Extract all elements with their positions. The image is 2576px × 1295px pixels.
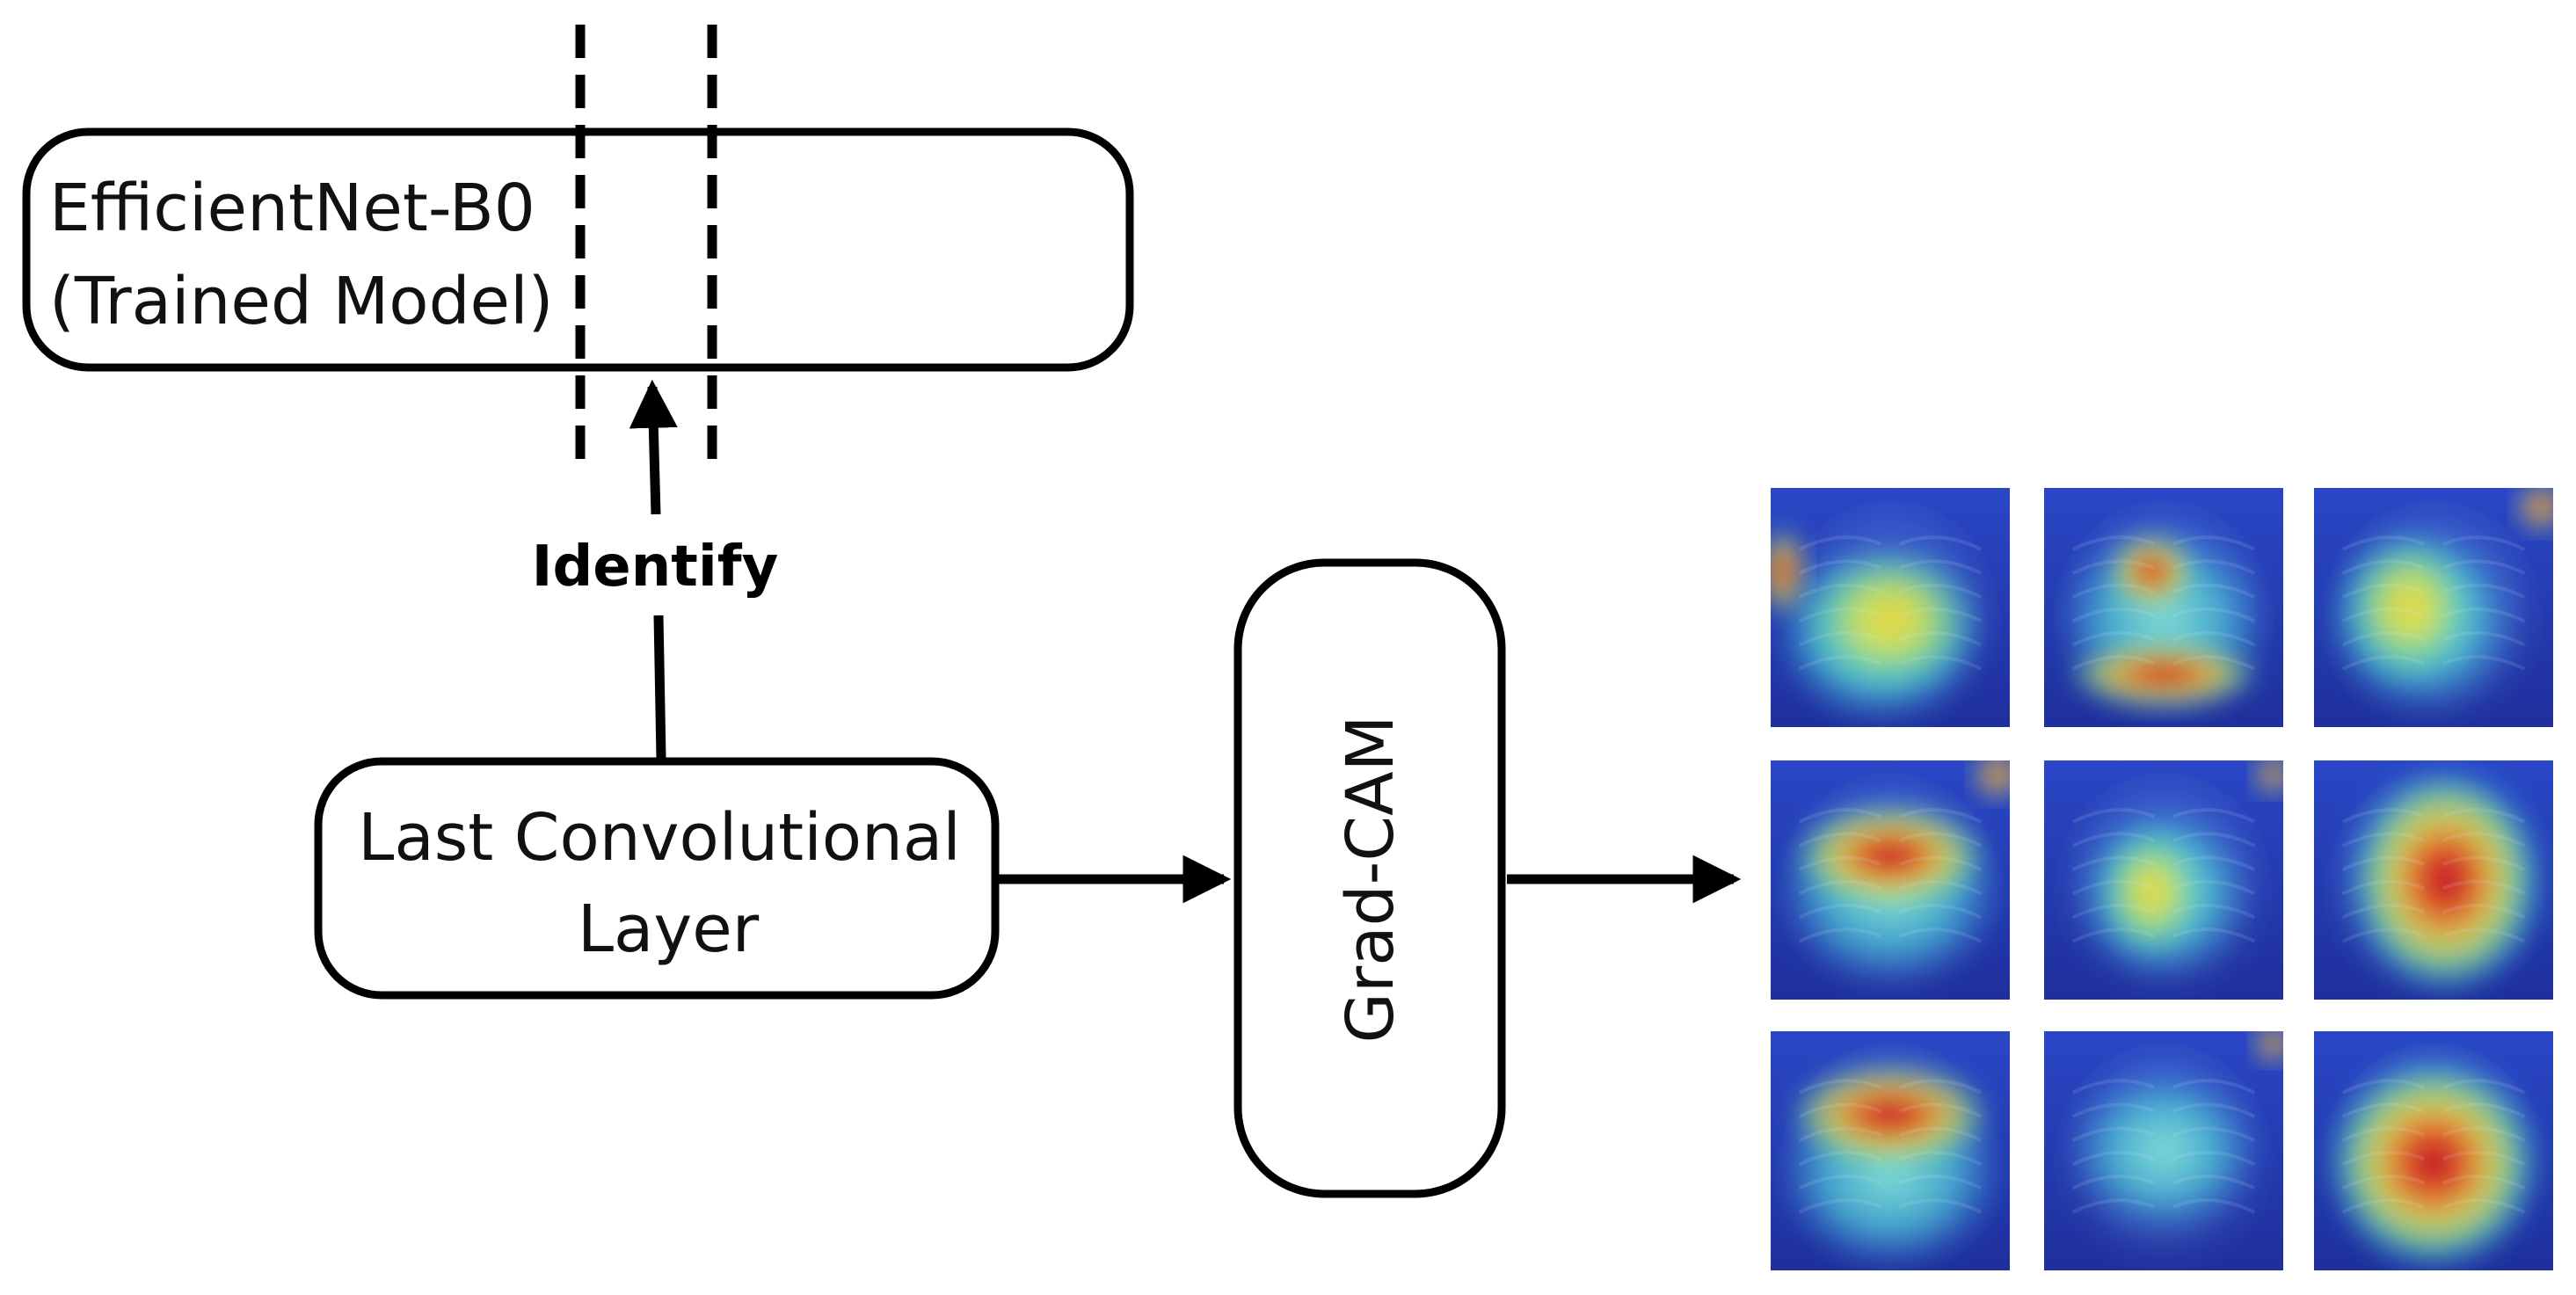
model-box-line2: (Trained Model) (49, 264, 554, 339)
heatmap-tile (2314, 760, 2553, 1000)
conv-layer-line2: Layer (578, 891, 760, 967)
heatmap-tile (1771, 760, 2010, 1000)
heatmap-grid (1771, 488, 2553, 1270)
heatmap-tile (1771, 488, 2010, 727)
identify-arrow-upper (629, 379, 678, 515)
heatmap-tile (2314, 1031, 2553, 1270)
heatmap-tile (2044, 760, 2283, 1000)
heatmap-tile (2314, 488, 2553, 727)
gradcam-box (1233, 558, 1506, 1198)
identify-arrow-lower (653, 615, 666, 759)
gradcam-label: Grad-CAM (1333, 716, 1408, 1044)
heatmap-tile (1771, 1031, 2010, 1270)
heatmap-tile (2044, 1031, 2283, 1270)
model-box-line1: EfficientNet-B0 (49, 171, 535, 246)
identify-label: Identify (532, 535, 779, 600)
conv-layer-line1: Last Convolutional (358, 800, 961, 876)
heatmap-tile (2044, 488, 2283, 727)
conv-layer-box (314, 757, 1000, 1000)
